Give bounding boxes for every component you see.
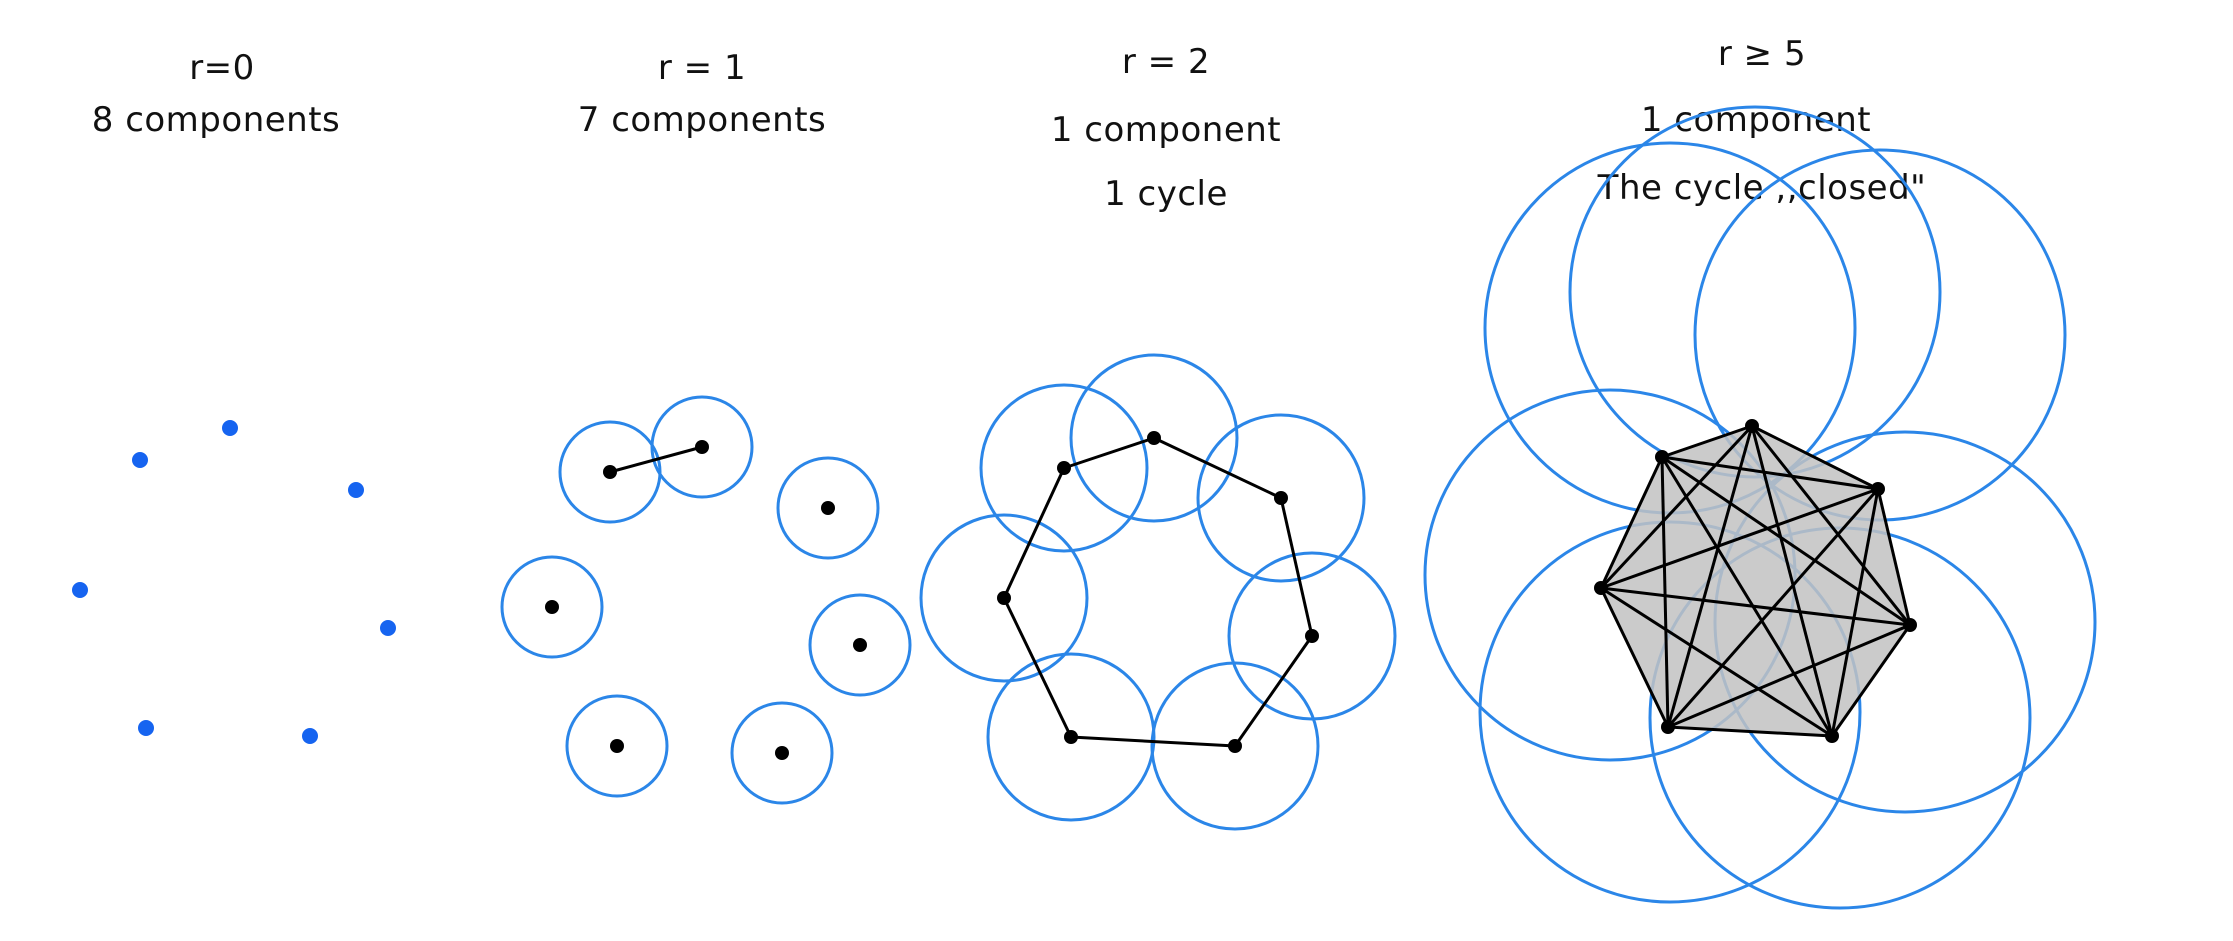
edge [1600, 586, 1833, 738]
radius-circle [979, 383, 1149, 553]
vertex [1274, 491, 1288, 505]
radius-circle [1069, 353, 1239, 523]
vertex [1745, 419, 1759, 433]
panel-r1-components-label: 7 components [577, 100, 827, 140]
edge [1661, 424, 1753, 459]
edge [1599, 424, 1754, 590]
edge [1279, 497, 1314, 637]
edge [1751, 424, 1879, 491]
edge [1002, 467, 1066, 599]
panel-r2-radius-label: r = 2 [1121, 42, 1211, 82]
radius-circle [776, 456, 880, 560]
vertex [1655, 450, 1669, 464]
isolated-point [302, 728, 318, 744]
edge [1830, 624, 1912, 737]
radius-circle [730, 701, 834, 805]
vertex [821, 501, 835, 515]
edge [1876, 488, 1912, 626]
panel-r0-components-label: 8 components [91, 100, 341, 140]
panel-r1-radius-label: r = 1 [657, 48, 747, 88]
edge [1667, 623, 1911, 729]
vertex [1057, 461, 1071, 475]
radius-circle [986, 652, 1156, 822]
radius-circle [650, 395, 754, 499]
edge [1233, 635, 1314, 747]
vertex [1661, 720, 1675, 734]
panel-r2-extra-label: 1 cycle [1104, 174, 1228, 214]
isolated-point [72, 582, 88, 598]
edge [1599, 587, 1670, 728]
vertex [1305, 629, 1319, 643]
edge [1153, 436, 1282, 500]
vertex [610, 739, 624, 753]
edge [1660, 456, 1834, 737]
panel-r5 [1423, 105, 2097, 910]
radius-circle [1150, 661, 1320, 831]
panel-r0-radius-label: r=0 [189, 48, 255, 88]
vertex [1871, 482, 1885, 496]
edge [1750, 425, 1834, 737]
vertex [775, 746, 789, 760]
edge [1002, 597, 1073, 738]
edge [1063, 436, 1155, 470]
isolated-point [138, 720, 154, 736]
isolated-point [132, 452, 148, 468]
edge [1660, 456, 1670, 728]
vertex [1147, 431, 1161, 445]
panel-r2 [919, 353, 1397, 831]
radius-circle [919, 513, 1089, 683]
vertex [1825, 729, 1839, 743]
edge [1661, 455, 1911, 627]
edge [1666, 425, 1754, 728]
panel-r5-radius-label: r ≥ 5 [1717, 34, 1807, 74]
edge [1750, 425, 1912, 626]
edge [1600, 487, 1879, 590]
panel-r2-components-label: 1 component [1050, 110, 1282, 150]
vertex [1594, 581, 1608, 595]
edge [1599, 456, 1664, 589]
vertex [1903, 618, 1917, 632]
radius-circle [500, 555, 604, 659]
vertex [1228, 739, 1242, 753]
edge [1667, 725, 1833, 738]
edge [609, 445, 703, 474]
vertex [997, 591, 1011, 605]
vertex [545, 600, 559, 614]
edge [1600, 586, 1911, 627]
vertex [1064, 730, 1078, 744]
edge [1070, 735, 1236, 748]
panel-r1 [500, 395, 912, 805]
isolated-point [348, 482, 364, 498]
vertex [603, 465, 617, 479]
radius-circle [1196, 413, 1366, 583]
vertex [853, 638, 867, 652]
panel-r5-extra-label: The cycle ,,closed" [1597, 168, 1927, 208]
edge [1661, 455, 1879, 491]
radius-circle [808, 593, 912, 697]
panel-r0 [72, 420, 396, 744]
radius-circle [565, 694, 669, 798]
isolated-point [380, 620, 396, 636]
edge [1830, 488, 1880, 737]
vertex [695, 440, 709, 454]
isolated-point [222, 420, 238, 436]
